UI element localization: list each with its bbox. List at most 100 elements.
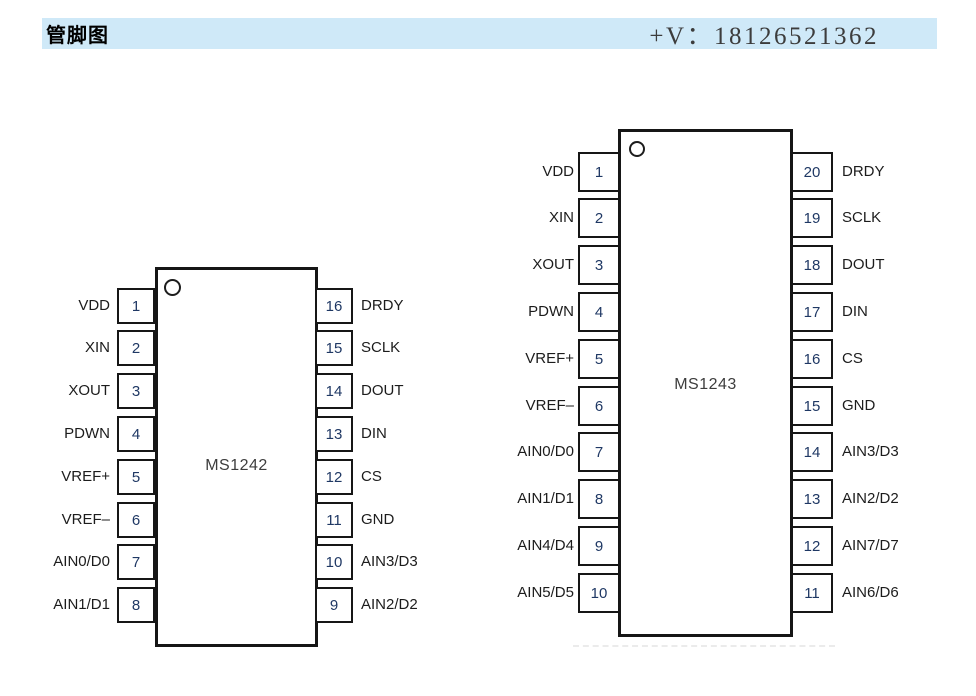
pin-number: 4 xyxy=(131,425,141,443)
pin-label: VDD xyxy=(542,163,574,180)
pin-label: DOUT xyxy=(842,256,885,273)
pin-number: 13 xyxy=(325,425,343,443)
pin-label: DOUT xyxy=(361,382,404,399)
pin-number: 11 xyxy=(326,511,342,529)
pin-number: 1 xyxy=(594,163,604,181)
pin-box: 3 xyxy=(578,245,620,285)
divider-line xyxy=(573,645,835,647)
pin-box: 6 xyxy=(578,386,620,426)
pin-box: 5 xyxy=(117,459,155,495)
pin-box: 7 xyxy=(117,544,155,580)
pin-label: CS xyxy=(842,350,863,367)
pin-box: 14 xyxy=(791,432,833,472)
pin-box: 15 xyxy=(791,386,833,426)
pin-label: DIN xyxy=(361,425,387,442)
pin-box: 3 xyxy=(117,373,155,409)
pin-box: 16 xyxy=(791,339,833,379)
pin-box: 19 xyxy=(791,198,833,238)
pin-label: SCLK xyxy=(361,339,401,356)
pin-number: 9 xyxy=(594,537,604,555)
pin-label: VDD xyxy=(78,297,110,314)
pin-label: XOUT xyxy=(68,382,110,399)
pin-number: 8 xyxy=(131,596,141,614)
pin-number: 3 xyxy=(131,382,141,400)
pin-label: DRDY xyxy=(361,297,404,314)
pin-number: 19 xyxy=(803,209,821,227)
pin-box: 9 xyxy=(315,587,353,623)
pin-label: AIN0/D0 xyxy=(517,443,574,460)
pin-label: PDWN xyxy=(528,303,574,320)
pin-label: VREF+ xyxy=(525,350,574,367)
pin-label: GND xyxy=(842,397,876,414)
pin-number: 6 xyxy=(131,511,141,529)
pin-number: 15 xyxy=(803,397,821,415)
pin-label: DIN xyxy=(842,303,868,320)
pin-label: PDWN xyxy=(64,425,110,442)
pin-number: 12 xyxy=(803,537,821,555)
pin-number: 6 xyxy=(594,397,604,415)
pin-box: 1 xyxy=(578,152,620,192)
pin-box: 5 xyxy=(578,339,620,379)
pin-label: XIN xyxy=(84,339,110,356)
pin-box: 9 xyxy=(578,526,620,566)
pin-number: 17 xyxy=(803,303,821,321)
section-header-bar: 管脚图 +V：18126521362 xyxy=(42,18,937,50)
pin-number: 13 xyxy=(803,490,821,508)
pin-label: AIN3/D3 xyxy=(361,553,418,570)
pin-number: 14 xyxy=(803,443,821,461)
pin-box: 2 xyxy=(117,330,155,366)
pin-box: 14 xyxy=(315,373,353,409)
pin-label: GND xyxy=(361,511,395,528)
pin-label: VREF– xyxy=(61,511,110,528)
pin-box: 4 xyxy=(117,416,155,452)
pin-number: 15 xyxy=(325,339,343,357)
pin-box: 13 xyxy=(791,479,833,519)
section-title: 管脚图 xyxy=(46,25,109,47)
pin-number: 16 xyxy=(325,297,343,315)
chip-name: MS1242 xyxy=(205,457,268,474)
contact-phone: +V：18126521362 xyxy=(649,22,879,50)
pin-number: 5 xyxy=(594,350,604,368)
pin-number: 8 xyxy=(594,490,604,508)
pin-number: 4 xyxy=(594,303,604,321)
pin-box: 4 xyxy=(578,292,620,332)
pin-number: 16 xyxy=(803,350,821,368)
pin-label: AIN6/D6 xyxy=(842,584,899,601)
pin-number: 18 xyxy=(803,256,821,274)
pin-number: 3 xyxy=(594,256,604,274)
pin-label: VREF+ xyxy=(61,468,110,485)
pin-label: CS xyxy=(361,468,382,485)
pin-box: 15 xyxy=(315,330,353,366)
pin-number: 5 xyxy=(131,468,141,486)
pin-number: 1 xyxy=(131,297,141,315)
pin-label: VREF– xyxy=(525,397,574,414)
pin-label: AIN4/D4 xyxy=(517,537,574,554)
pin-label: XIN xyxy=(548,209,574,226)
pin-label: DRDY xyxy=(842,163,885,180)
pin1-indicator-icon xyxy=(629,141,645,157)
pin-label: AIN2/D2 xyxy=(842,490,899,507)
pin-label: AIN7/D7 xyxy=(842,537,899,554)
pin-box: 20 xyxy=(791,152,833,192)
pin-number: 7 xyxy=(131,553,141,571)
pin-label: AIN1/D1 xyxy=(517,490,574,507)
pin-box: 17 xyxy=(791,292,833,332)
pin-number: 2 xyxy=(594,209,604,227)
pin-number: 2 xyxy=(131,339,141,357)
chip-name: MS1243 xyxy=(674,376,737,393)
pin1-indicator-icon xyxy=(164,279,181,296)
pin-number: 14 xyxy=(325,382,343,400)
pin-box: 10 xyxy=(315,544,353,580)
pin-number: 20 xyxy=(803,163,821,181)
chip-body xyxy=(618,129,793,637)
pin-box: 10 xyxy=(578,573,620,613)
pin-box: 8 xyxy=(578,479,620,519)
pin-label: AIN2/D2 xyxy=(361,596,418,613)
pin-number: 10 xyxy=(590,584,608,602)
pin-box: 7 xyxy=(578,432,620,472)
pin-box: 18 xyxy=(791,245,833,285)
pin-label: XOUT xyxy=(532,256,574,273)
pin-label: AIN5/D5 xyxy=(517,584,574,601)
pin-box: 12 xyxy=(315,459,353,495)
